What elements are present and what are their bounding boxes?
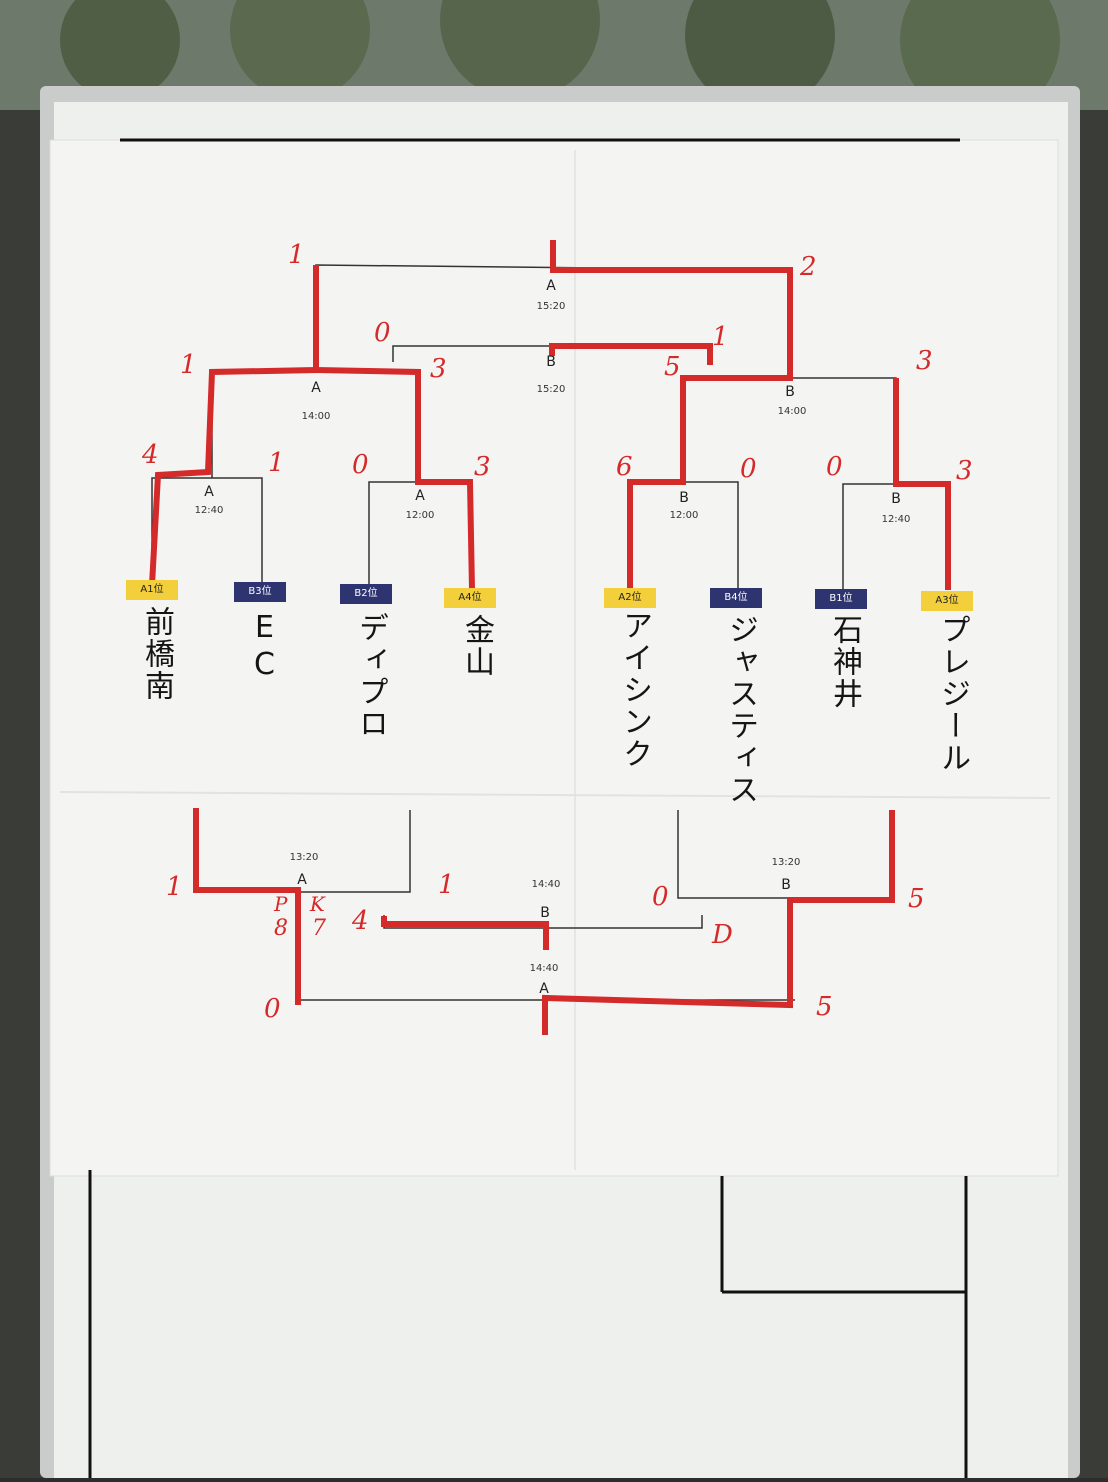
seed-badge-4: A4位 [444, 588, 496, 608]
score-r1b-left: 0 [352, 450, 369, 480]
match-time-6: 14:00 [778, 406, 807, 417]
lower-pk-left: 8 [274, 916, 288, 941]
lower-score-3-left: 4 [352, 906, 369, 936]
lower-score-4-right: 5 [816, 992, 833, 1022]
seed-badge-8: A3位 [921, 591, 973, 611]
score-r1a-left: 4 [142, 440, 159, 470]
lower-pk-right: 7 [312, 916, 326, 941]
match-court-7: A [546, 278, 556, 294]
lower-court-2: B [781, 877, 791, 893]
score-r2a-right: 3 [430, 354, 447, 384]
lower-score-4-left: 0 [264, 994, 281, 1024]
score-r1c-right: 0 [740, 454, 757, 484]
match-time-8: 15:20 [537, 384, 566, 395]
lower-time-2: 13:20 [772, 857, 801, 868]
score-final-left: 1 [288, 240, 305, 270]
team-name-4: 金山 [459, 614, 494, 678]
score-r2a-left: 1 [180, 350, 197, 380]
lower-time-3: 14:40 [532, 879, 561, 890]
lower-score-1-left: 1 [166, 872, 183, 902]
score-3rd-left: 0 [374, 318, 391, 348]
match-court-6: B [785, 384, 795, 400]
team-name-1: 前橋南 [139, 606, 174, 702]
team-name-6: ジャスティス [723, 614, 758, 806]
team-name-8: プレジール [935, 614, 970, 774]
lower-score-3-bottom: D [712, 920, 733, 950]
team-name-5: アイシンク [617, 610, 652, 770]
score-r2b-left: 5 [664, 352, 681, 382]
seed-badge-2: B3位 [234, 582, 286, 602]
match-court-8: B [546, 354, 556, 370]
match-time-2: 12:00 [406, 510, 435, 521]
lower-court-3: B [540, 905, 550, 921]
score-r1b-right: 3 [474, 452, 491, 482]
seed-badge-3: B2位 [340, 584, 392, 604]
lower-time-1: 13:20 [290, 852, 319, 863]
match-court-1: A [204, 484, 214, 500]
lower-score-2-right: 5 [908, 884, 925, 914]
score-r1c-left: 6 [616, 452, 633, 482]
seed-badge-5: A2位 [604, 588, 656, 608]
team-name-3: ディプロ [353, 612, 388, 740]
team-name-7: 石神井 [827, 614, 862, 710]
seed-badge-6: B4位 [710, 588, 762, 608]
seed-badge-1: A1位 [126, 580, 178, 600]
score-r1d-left: 0 [826, 452, 843, 482]
match-court-2: A [415, 488, 425, 504]
score-r1d-right: 3 [956, 456, 973, 486]
lower-court-1: A [297, 872, 307, 888]
lower-score-3-far: 0 [652, 882, 669, 912]
team-name-2: EC [247, 610, 282, 684]
score-3rd-right: 1 [712, 322, 729, 352]
match-time-1: 12:40 [195, 505, 224, 516]
seed-badge-7: B1位 [815, 589, 867, 609]
match-court-5: A [311, 380, 321, 396]
lower-time-4: 14:40 [530, 963, 559, 974]
match-time-4: 12:40 [882, 514, 911, 525]
score-r1a-right: 1 [268, 448, 285, 478]
score-r2b-right: 3 [916, 346, 933, 376]
match-time-5: 14:00 [302, 411, 331, 422]
match-court-3: B [679, 490, 689, 506]
lower-court-4: A [539, 981, 549, 997]
score-final-right: 2 [800, 252, 817, 282]
lower-pk-label: P K [274, 892, 333, 916]
match-court-4: B [891, 491, 901, 507]
match-time-7: 15:20 [537, 301, 566, 312]
match-time-3: 12:00 [670, 510, 699, 521]
lower-score-3-right: 1 [438, 870, 455, 900]
